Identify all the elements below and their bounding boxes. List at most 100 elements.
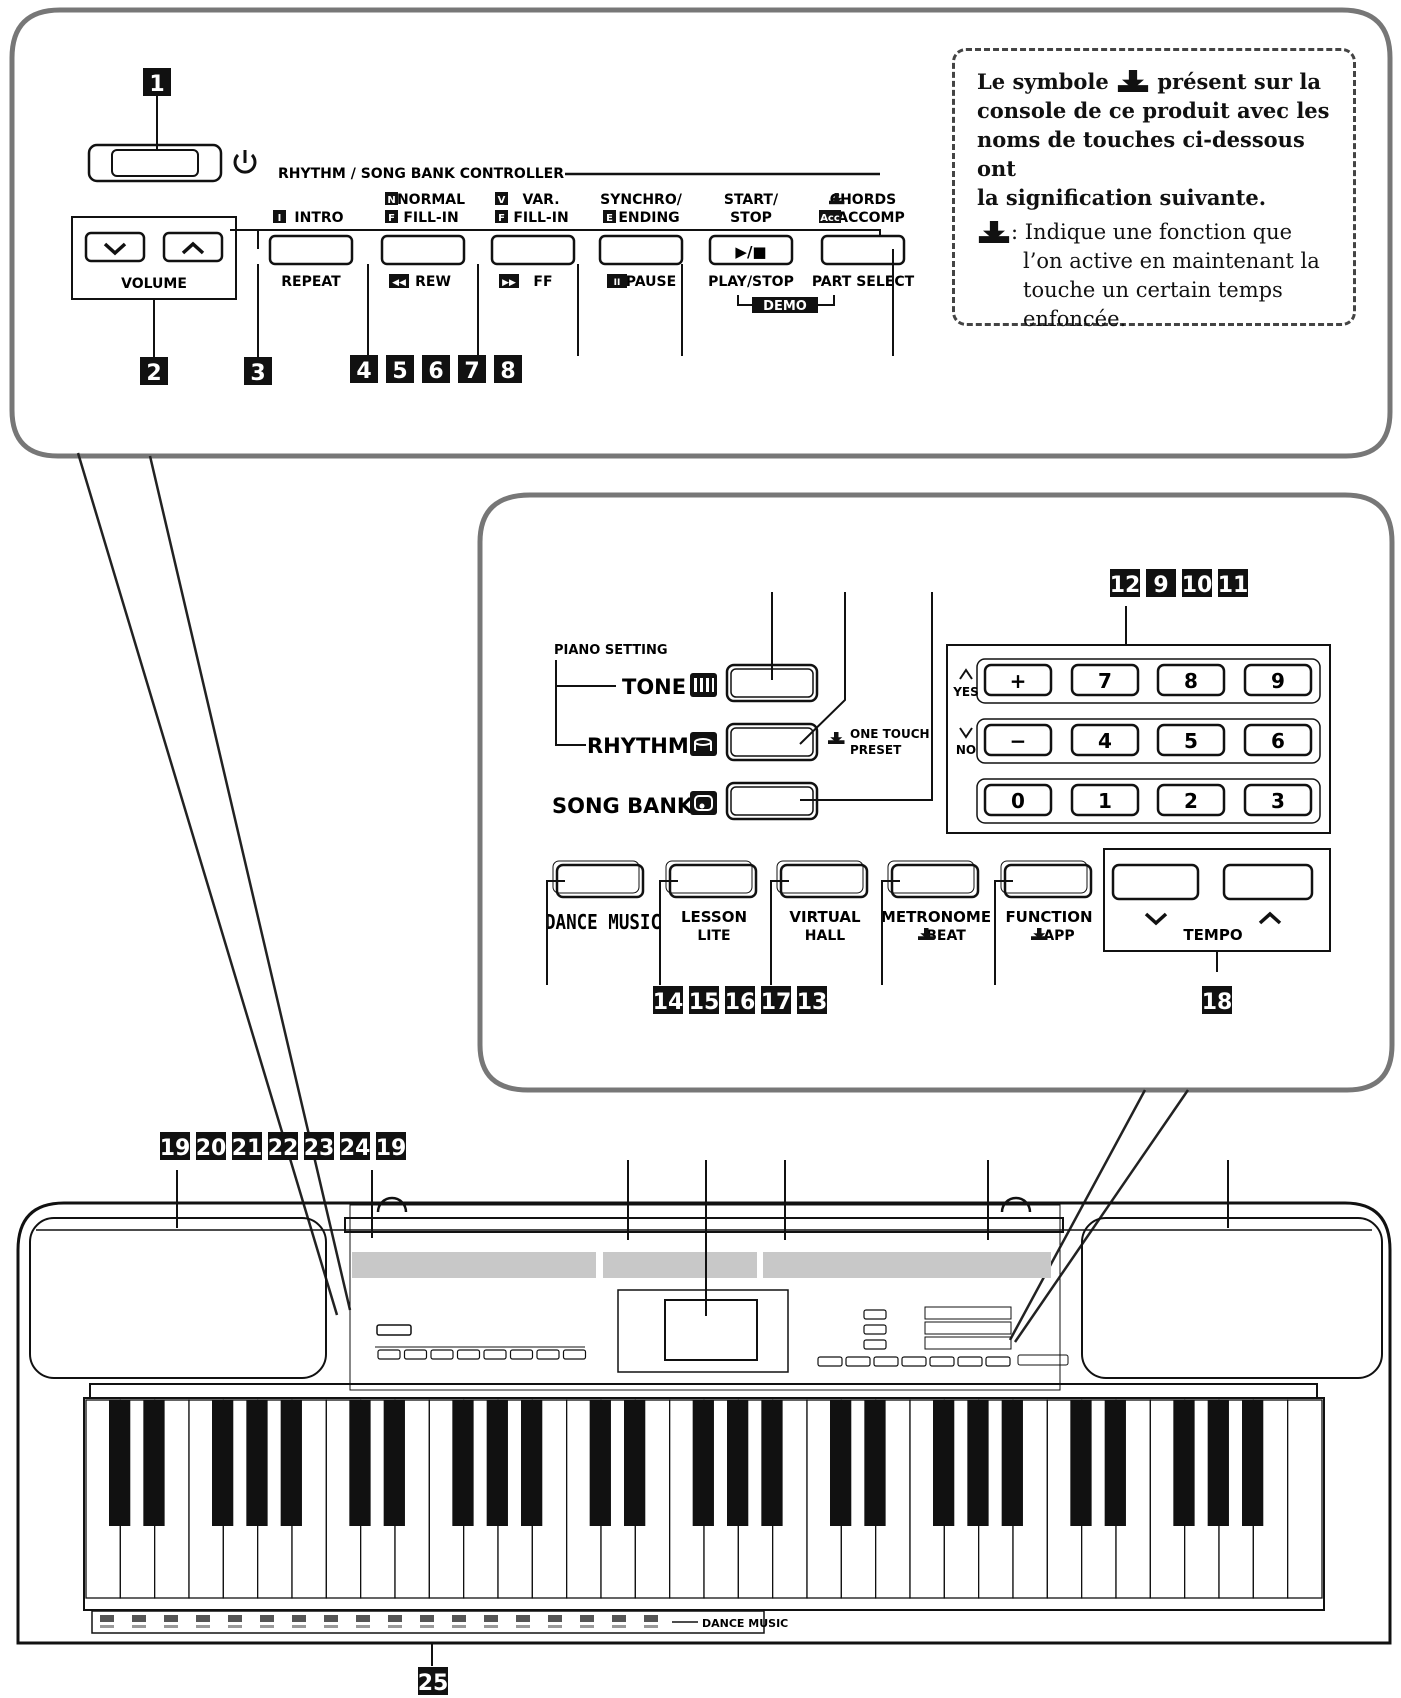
keypad-key-4[interactable]: 4 [1070, 723, 1140, 757]
lesson-lite-label-1: LESSON [681, 908, 747, 926]
black-key[interactable] [727, 1400, 749, 1526]
keypad-key-minus[interactable]: − [983, 723, 1053, 757]
black-key[interactable] [212, 1400, 234, 1526]
keypad-key-5[interactable]: 5 [1156, 723, 1226, 757]
note-line1b: présent sur la [1157, 69, 1321, 94]
black-key[interactable] [830, 1400, 852, 1526]
callout-19: 19 [376, 1132, 406, 1161]
normal-fill-in-rew-button[interactable] [380, 234, 466, 266]
strip-mark [580, 1615, 594, 1622]
strip-mark [292, 1625, 306, 1628]
var-fill-in-ff-button[interactable] [490, 234, 576, 266]
keypad-key-7[interactable]: 7 [1070, 663, 1140, 697]
white-key[interactable] [1287, 1399, 1323, 1599]
black-key[interactable] [967, 1400, 989, 1526]
callout-16-text: 16 [725, 990, 756, 1015]
black-key[interactable] [1104, 1400, 1126, 1526]
black-key[interactable] [933, 1400, 955, 1526]
strip-mark [100, 1615, 114, 1622]
mini-button [430, 1349, 454, 1360]
mini-button [863, 1309, 887, 1320]
virtual-hall-label-2: HALL [805, 928, 845, 944]
black-key[interactable] [143, 1400, 165, 1526]
callout-5: 5 [386, 355, 414, 384]
keypad-key-0[interactable]: 0 [983, 783, 1053, 817]
start-stop-play-button[interactable]: ▶/■ [708, 234, 794, 266]
black-key[interactable] [1001, 1400, 1023, 1526]
keypad-key-6[interactable]: 6 [1243, 723, 1313, 757]
black-key[interactable] [1207, 1400, 1229, 1526]
black-key[interactable] [589, 1400, 611, 1526]
black-key[interactable] [280, 1400, 302, 1526]
callout-24-text: 24 [340, 1136, 371, 1161]
strip-mark [548, 1625, 562, 1628]
intro-repeat-top-prefix-2: I [278, 213, 282, 224]
keypad-key-8[interactable]: 8 [1156, 663, 1226, 697]
callout-19: 19 [160, 1132, 190, 1161]
black-key[interactable] [1070, 1400, 1092, 1526]
tempo-up-button[interactable] [1222, 863, 1314, 901]
keypad-key-3[interactable]: 3 [1243, 783, 1313, 817]
tempo-label: TEMPO [1183, 926, 1242, 944]
note-desc3: touche un certain temps [1023, 278, 1283, 302]
black-key[interactable] [761, 1400, 783, 1526]
mini-button [863, 1324, 887, 1335]
dance-music-button[interactable] [555, 863, 645, 899]
strip-mark [644, 1615, 658, 1622]
synchro-ending-pause-button[interactable] [598, 234, 684, 266]
keypad-key-9[interactable]: 9 [1243, 663, 1313, 697]
black-key[interactable] [521, 1400, 543, 1526]
black-key[interactable] [349, 1400, 371, 1526]
tempo-down-button[interactable] [1111, 863, 1200, 901]
virtual-hall-button[interactable] [779, 863, 869, 899]
lesson-lite-button[interactable] [668, 863, 758, 899]
strip-mark [292, 1615, 306, 1622]
volume-down-button[interactable] [103, 242, 127, 256]
note-desc1: : Indique une fonction que [1011, 220, 1293, 244]
callout-6: 6 [422, 355, 450, 384]
black-key[interactable] [692, 1400, 714, 1526]
intro-repeat-button[interactable] [268, 234, 354, 266]
keypad-key-1[interactable]: 1 [1070, 783, 1140, 817]
keypad-key-label: 5 [1184, 729, 1198, 753]
volume-up-button[interactable] [181, 241, 205, 255]
black-key[interactable] [109, 1400, 131, 1526]
strip-mark [548, 1615, 562, 1622]
keypad-key-plus[interactable]: + [983, 663, 1053, 697]
strip-mark [516, 1625, 530, 1628]
black-key[interactable] [1173, 1400, 1195, 1526]
callout-11: 11 [1218, 569, 1248, 598]
black-key[interactable] [383, 1400, 405, 1526]
black-key[interactable] [246, 1400, 268, 1526]
strip-mark [644, 1625, 658, 1628]
black-key[interactable] [864, 1400, 886, 1526]
function-app-button[interactable] [1003, 863, 1093, 899]
power-button[interactable] [87, 143, 223, 183]
virtual-hall-label-1: VIRTUAL [789, 908, 861, 926]
strip-mark [100, 1625, 114, 1628]
black-key[interactable] [624, 1400, 646, 1526]
callout-13: 13 [797, 986, 827, 1015]
keypad-key-label: − [1010, 729, 1027, 753]
rhythm-button[interactable] [725, 722, 819, 762]
normal-fill-in-rew-top-label-2: FILL-IN [403, 210, 458, 226]
callout-4-text: 4 [356, 359, 371, 384]
play-stop-symbol: ▶/■ [735, 243, 766, 261]
callout-4: 4 [350, 355, 378, 384]
callout-10: 10 [1182, 569, 1212, 598]
connector-lines [76, 452, 1190, 1343]
black-key[interactable] [486, 1400, 508, 1526]
callout-14-text: 14 [653, 990, 684, 1015]
black-key[interactable] [1242, 1400, 1264, 1526]
chords-accomp-part-select-button[interactable] [820, 234, 906, 266]
keypad-key-2[interactable]: 2 [1156, 783, 1226, 817]
synchro-ending-pause-top-label-2: ENDING [618, 210, 679, 226]
black-key[interactable] [452, 1400, 474, 1526]
keypad-key-label: 1 [1098, 789, 1112, 813]
strip-mark [196, 1615, 210, 1622]
keypad-key-label: 0 [1011, 789, 1025, 813]
metronome-beat-button[interactable] [890, 863, 980, 899]
callout-22: 22 [268, 1132, 298, 1161]
